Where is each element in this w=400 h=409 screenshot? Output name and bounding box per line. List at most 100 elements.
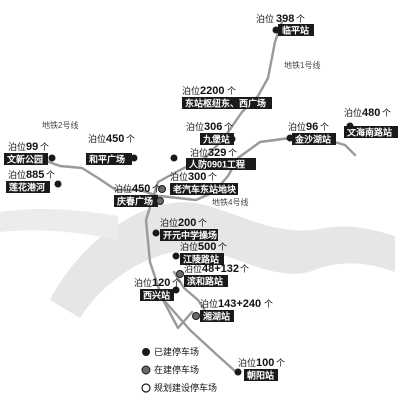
station-name: 开元中学操场 (163, 230, 217, 241)
name-box (4, 153, 48, 165)
station-wenhainan: 泊位 480 个 文海南路站 (344, 107, 398, 138)
parking-count: 2200 (200, 85, 224, 97)
name-box (182, 97, 272, 109)
parking-count: 398 (276, 13, 294, 25)
parking-unit: 个 (228, 148, 237, 158)
built-parking-marker (272, 26, 280, 34)
name-box (86, 153, 132, 165)
built-parking-marker (170, 154, 178, 162)
parking-count: 480 (362, 107, 380, 119)
station-name: 老汽车东站地块 (172, 184, 237, 195)
parking-caption: 泊位 (8, 141, 26, 152)
station-name: 九堡站 (202, 134, 230, 145)
parking-unit: 个 (240, 264, 249, 274)
station-renfang: 泊位 329 个 人防0901工程 (170, 147, 256, 170)
metro-line-1-branch (172, 270, 212, 320)
parking-caption: 泊位 (88, 133, 106, 144)
station-name: 江陵路站 (183, 254, 219, 265)
name-box (180, 253, 224, 265)
name-box (344, 126, 398, 138)
station-laoqiche: 泊位 300 个 老汽车东站地块 (158, 171, 238, 195)
built-parking-marker (346, 122, 354, 130)
construction-parking-marker (158, 185, 166, 193)
parking-caption: 泊位 (180, 241, 198, 252)
parking-unit: 个 (152, 184, 161, 194)
built-parking-marker (234, 368, 242, 376)
legend-built-marker (142, 348, 150, 356)
station-jiubao: 泊位 306 个 九堡站 (186, 121, 236, 145)
parking-caption: 泊位 (190, 147, 208, 158)
station-name: 人防0901工程 (188, 159, 245, 170)
name-box (114, 195, 158, 207)
parking-count: 500 (198, 241, 216, 253)
name-box (244, 369, 278, 381)
built-parking-marker (172, 252, 180, 260)
construction-parking-marker (176, 270, 184, 278)
station-name: 和平广场 (88, 154, 125, 165)
metro2-label: 地铁2号线 (42, 120, 78, 130)
station-name: 东站枢纽东、西广场 (185, 98, 266, 109)
construction-parking-marker (192, 312, 200, 320)
name-box (200, 310, 234, 322)
station-binhe: 泊位 48+132 个 滨和路站 (176, 263, 249, 287)
station-name: 朝阳站 (247, 370, 274, 381)
construction-parking-marker (156, 197, 164, 205)
parking-count: 48+132 (202, 263, 239, 275)
station-name: 滨和路站 (187, 276, 223, 287)
parking-caption: 泊位 (160, 217, 178, 228)
station-name: 莲花港河 (9, 182, 45, 193)
legend-planned-label: 规划建设停车场 (154, 382, 217, 393)
built-parking-marker (286, 134, 294, 142)
parking-count: 306 (204, 121, 222, 133)
built-parking-marker (152, 229, 160, 237)
station-heping: 泊位 450 个 和平广场 (86, 133, 138, 165)
parking-unit: 个 (40, 142, 49, 152)
parking-unit: 个 (172, 278, 181, 288)
name-box (170, 183, 238, 195)
parking-caption: 泊位 (256, 13, 274, 24)
legend-built-label: 已建停车场 (154, 346, 199, 357)
metro-line-chaoyang (160, 296, 238, 374)
name-box (200, 133, 234, 145)
parking-caption: 泊位 (186, 121, 204, 132)
parking-count: 120 (152, 277, 170, 289)
parking-unit: 个 (296, 14, 305, 24)
built-parking-marker (54, 180, 62, 188)
parking-unit: 个 (382, 108, 391, 118)
parking-unit: 个 (208, 172, 217, 182)
map-legend: 已建停车场 在建停车场 规划建设停车场 (141, 346, 217, 393)
parking-unit: 个 (126, 134, 135, 144)
station-name: 文海南路站 (346, 127, 392, 138)
legend-planned-marker (141, 383, 151, 393)
station-name: 庆春广场 (116, 196, 153, 207)
parking-count: 450 (132, 183, 150, 195)
station-lianhua: 泊位 885 个 莲花港河 (6, 169, 62, 193)
parking-caption: 泊位 (170, 171, 188, 182)
parking-caption: 泊位 (134, 277, 152, 288)
parking-count: 329 (208, 147, 226, 159)
parking-unit: 个 (218, 242, 227, 252)
name-box (140, 289, 174, 301)
built-parking-marker (228, 135, 236, 143)
name-box (160, 229, 218, 241)
parking-count: 99 (26, 141, 38, 153)
name-box (292, 133, 336, 145)
station-xianghu: 泊位 143+240 个 湘湖站 (192, 298, 273, 322)
parking-unit: 个 (264, 299, 273, 309)
parking-unit: 个 (276, 358, 285, 368)
metro1-label: 地铁1号线 (284, 60, 320, 70)
station-jinshahu: 泊位 96 个 金沙湖站 (286, 121, 336, 145)
river (50, 202, 395, 318)
station-name: 金沙湖站 (294, 134, 331, 145)
station-xixing: 泊位 120 个 西兴站 (134, 277, 181, 301)
station-qingchun: 泊位 450 个 庆春广场 (114, 183, 164, 207)
name-box (184, 275, 228, 287)
station-wenxin: 泊位 99 个 文新公园 (4, 141, 56, 165)
metro4-label: 地铁4号线 (212, 197, 248, 207)
station-name: 文新公园 (6, 154, 43, 165)
parking-count: 96 (306, 121, 318, 133)
name-box (278, 24, 314, 36)
parking-count: 885 (26, 169, 44, 181)
